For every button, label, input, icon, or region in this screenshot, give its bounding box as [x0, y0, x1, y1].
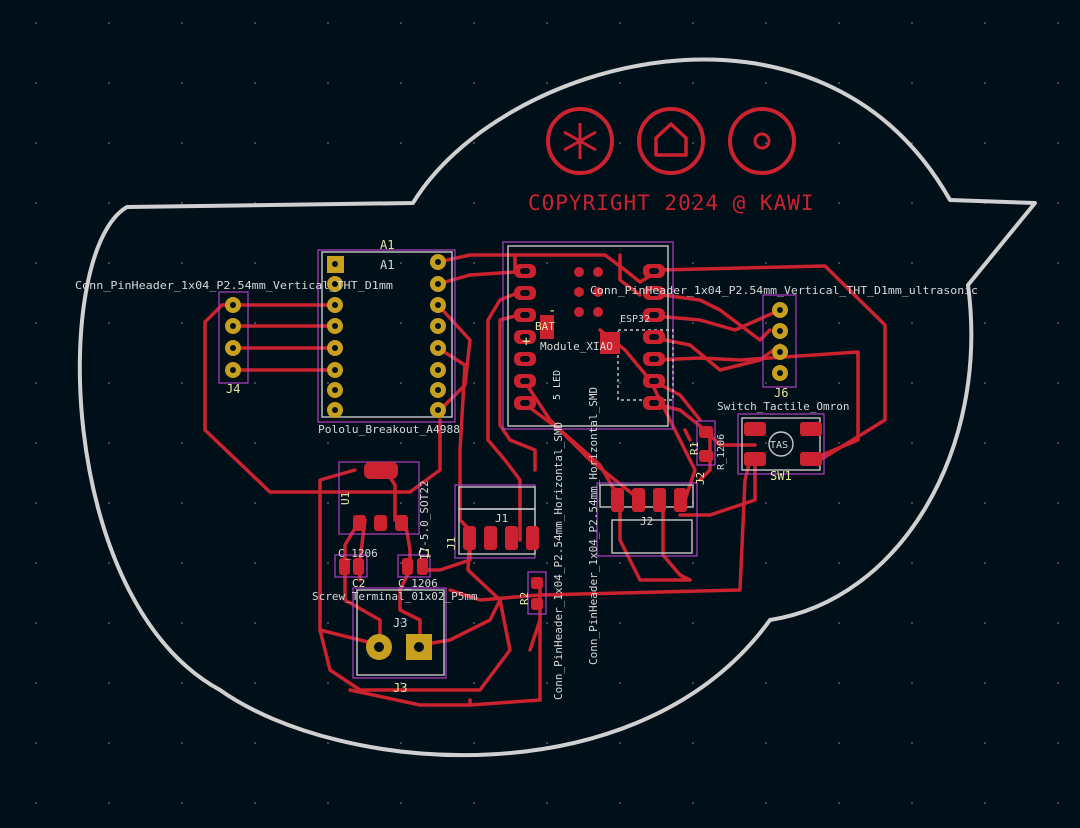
j3-ref-bottom: J3 [393, 681, 407, 695]
passive-pads [339, 426, 713, 610]
sw1-ref-label: SW1 [770, 469, 792, 483]
home-icon [637, 107, 705, 175]
j4-value-label: Conn_PinHeader_1x04_P2.54mm_Vertical_THT… [75, 279, 393, 292]
a1-ref-inner: A1 [380, 258, 394, 272]
j1-ref-label: J1 [445, 537, 458, 550]
c2-ref-label: C2 [352, 577, 365, 590]
u2-chip-label: ESP32 [620, 314, 650, 325]
j3-value-label: Screw_Terminal_01x02_P5mm [312, 590, 478, 603]
u2-bat-label: BAT [535, 320, 555, 333]
c1-ref-label: C1 [418, 547, 431, 560]
sw1-center-label: TAS [770, 440, 788, 451]
a1-pads [327, 254, 446, 418]
sw1-value-label: Switch_Tactile_Omron [717, 400, 849, 413]
c1-value-label: C_1206 [398, 577, 438, 590]
r1-ref-label: R1 [688, 442, 701, 455]
u1-ref-label: U1 [339, 492, 352, 505]
j3-pads [366, 634, 432, 660]
circle-dot-icon [728, 107, 796, 175]
a1-value-label: Pololu_Breakout_A4988 [318, 423, 460, 436]
r1-value-label: R_1206 [716, 434, 727, 470]
board-outline [77, 57, 1037, 758]
u1-value-label: 17-5.0_SOT22 [418, 481, 431, 560]
j2-ref-side: J2 [640, 515, 653, 528]
j1-j2-pads [463, 488, 687, 550]
j6-header [772, 302, 788, 381]
u2-led-label: 5 LED [552, 370, 563, 400]
j6-value-label: Conn_PinHeader_1x04_P2.54mm_Vertical_THT… [590, 284, 978, 297]
j3-ref-label: J3 [393, 616, 407, 630]
u2-plus-label: + [522, 334, 530, 350]
sw1-pads [744, 422, 822, 466]
asterisk-icon [546, 107, 614, 175]
j2-value-label: Conn_PinHeader_1x04_P2.54mm_Horizontal_S… [587, 387, 600, 665]
u2-value-label: Module_XIAO [540, 340, 613, 353]
copyright-text: COPYRIGHT 2024 @ KAWI [528, 191, 815, 215]
a1-ref-top: A1 [380, 238, 394, 252]
j1-ref-side: J1 [495, 512, 508, 525]
j2-ref-label: J2 [694, 472, 707, 485]
j6-ref-label: J6 [774, 386, 788, 400]
j4-header [225, 297, 241, 378]
j1-value-label: Conn_PinHeader_1x04_P2.54mm_Horizontal_S… [552, 422, 565, 700]
u1-pads [353, 462, 408, 531]
j4-ref-label: J4 [226, 382, 240, 396]
c2-value-label: C_1206 [338, 547, 378, 560]
r2-ref-label: R2 [518, 592, 531, 605]
u2-minus-label: - [548, 303, 556, 319]
